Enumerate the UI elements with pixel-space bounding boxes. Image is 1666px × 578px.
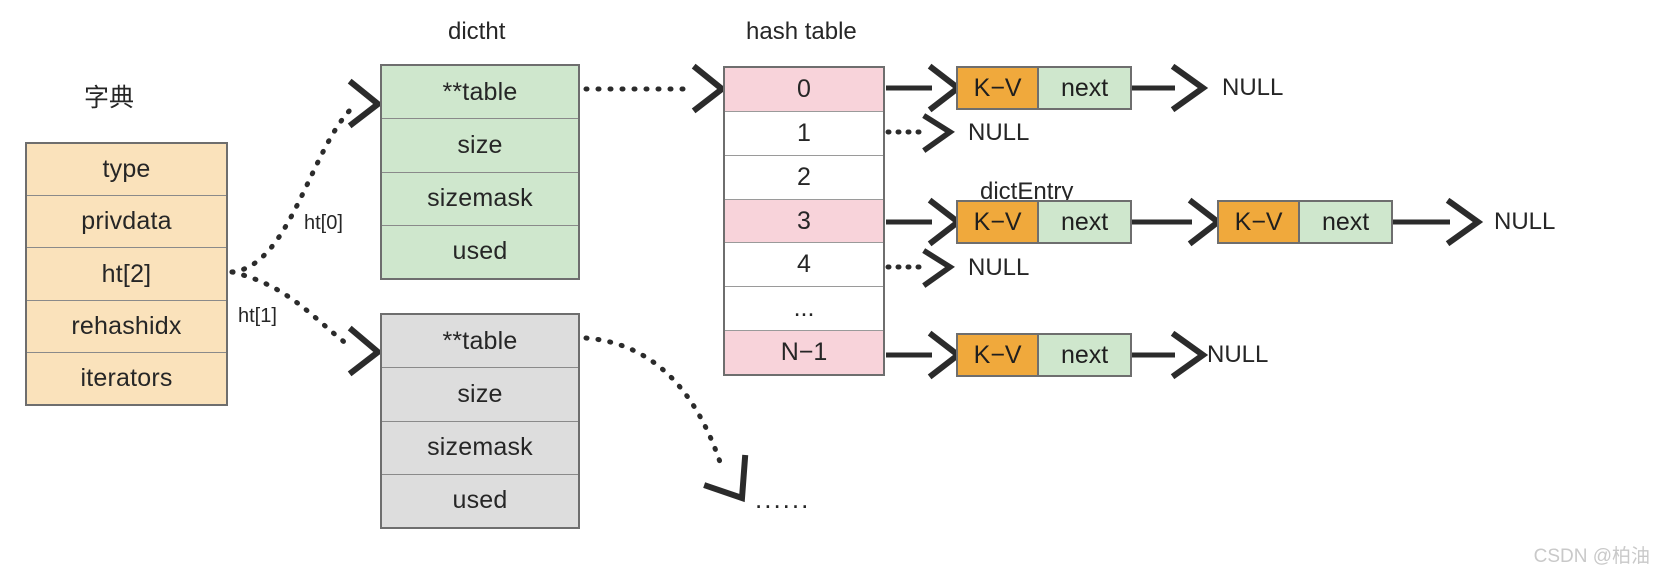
- dict-entry-next: next: [1039, 68, 1130, 108]
- ht1-pointer-label: ht[1]: [238, 305, 277, 327]
- dictht1-field-used[interactable]: used: [382, 474, 578, 527]
- connector-slot1-to-null: [885, 113, 955, 153]
- dict-field-type[interactable]: type: [27, 144, 226, 197]
- dict-field-privdata[interactable]: privdata: [27, 196, 226, 249]
- dict-title: 字典: [84, 84, 135, 112]
- dict-entry-kv: K−V: [958, 202, 1040, 242]
- null-label-slot3-tail: NULL: [1494, 208, 1556, 235]
- null-label-slot1: NULL: [968, 119, 1030, 146]
- null-label-slot0-tail: NULL: [1222, 74, 1284, 101]
- dict-entry-kv: K−V: [1219, 202, 1301, 242]
- dictht1-field-size[interactable]: size: [382, 368, 578, 422]
- hash-table-array: 0 1 2 3 4 ... N−1: [723, 66, 885, 376]
- connector-ht0: [229, 78, 383, 275]
- null-label-slot4: NULL: [968, 254, 1030, 281]
- dict-entry-next: next: [1039, 202, 1130, 242]
- connector-entry3a-to-entry3b: [1131, 197, 1223, 247]
- dict-entry-slot0[interactable]: K−V next: [956, 66, 1132, 110]
- dict-entry-slot3-second[interactable]: K−V next: [1217, 200, 1393, 244]
- dict-entry-kv: K−V: [958, 68, 1040, 108]
- connector-slot4-to-null: [885, 248, 955, 288]
- more-hashtables-ellipsis: ......: [755, 484, 811, 514]
- watermark: CSDN @柏油: [1533, 546, 1650, 567]
- hash-slot-3[interactable]: 3: [725, 199, 883, 244]
- connector-table0-to-hashtable: [583, 63, 727, 114]
- connector-slot3-to-entry: [886, 197, 963, 247]
- dictht0-field-table[interactable]: **table: [382, 66, 578, 120]
- dictht0-struct: **table size sizemask used: [380, 64, 580, 280]
- hash-slot-ellipsis: ...: [725, 287, 883, 332]
- dict-field-ht[interactable]: ht[2]: [27, 248, 226, 301]
- null-label-slotN-tail: NULL: [1207, 341, 1269, 368]
- dict-struct: type privdata ht[2] rehashidx iterators: [25, 142, 228, 406]
- ht0-pointer-label: ht[0]: [304, 212, 343, 234]
- dict-entry-next: next: [1300, 202, 1391, 242]
- hash-slot-0[interactable]: 0: [725, 68, 883, 112]
- dict-entry-next: next: [1039, 335, 1130, 375]
- dict-field-rehashidx[interactable]: rehashidx: [27, 300, 226, 353]
- dict-entry-kv: K−V: [958, 335, 1040, 375]
- dictht1-field-sizemask[interactable]: sizemask: [382, 421, 578, 475]
- dict-entry-slot3-first[interactable]: K−V next: [956, 200, 1132, 244]
- dictht1-struct: **table size sizemask used: [380, 313, 580, 529]
- connector-entryN-to-null: [1131, 330, 1209, 380]
- hash-slot-2[interactable]: 2: [725, 155, 883, 200]
- connector-slot0-to-entry: [886, 63, 963, 113]
- hash-slot-4[interactable]: 4: [725, 243, 883, 288]
- dictht0-field-used[interactable]: used: [382, 225, 578, 278]
- dictht0-field-sizemask[interactable]: sizemask: [382, 172, 578, 226]
- hash-slot-1[interactable]: 1: [725, 111, 883, 156]
- dictht0-field-size[interactable]: size: [382, 119, 578, 173]
- dictht1-field-table[interactable]: **table: [382, 315, 578, 369]
- dictht-title: dictht: [448, 18, 506, 45]
- connector-slotN-to-entry: [886, 330, 963, 380]
- dict-entry-slotN[interactable]: K−V next: [956, 333, 1132, 377]
- dict-field-iterators[interactable]: iterators: [27, 352, 226, 405]
- connector-entry3b-to-null: [1392, 197, 1484, 247]
- connector-table1-to-ellipsis: [583, 335, 749, 503]
- hash-table-title: hash table: [746, 18, 857, 45]
- hash-slot-n-1[interactable]: N−1: [725, 331, 883, 375]
- connector-entry0-to-null: [1131, 63, 1209, 113]
